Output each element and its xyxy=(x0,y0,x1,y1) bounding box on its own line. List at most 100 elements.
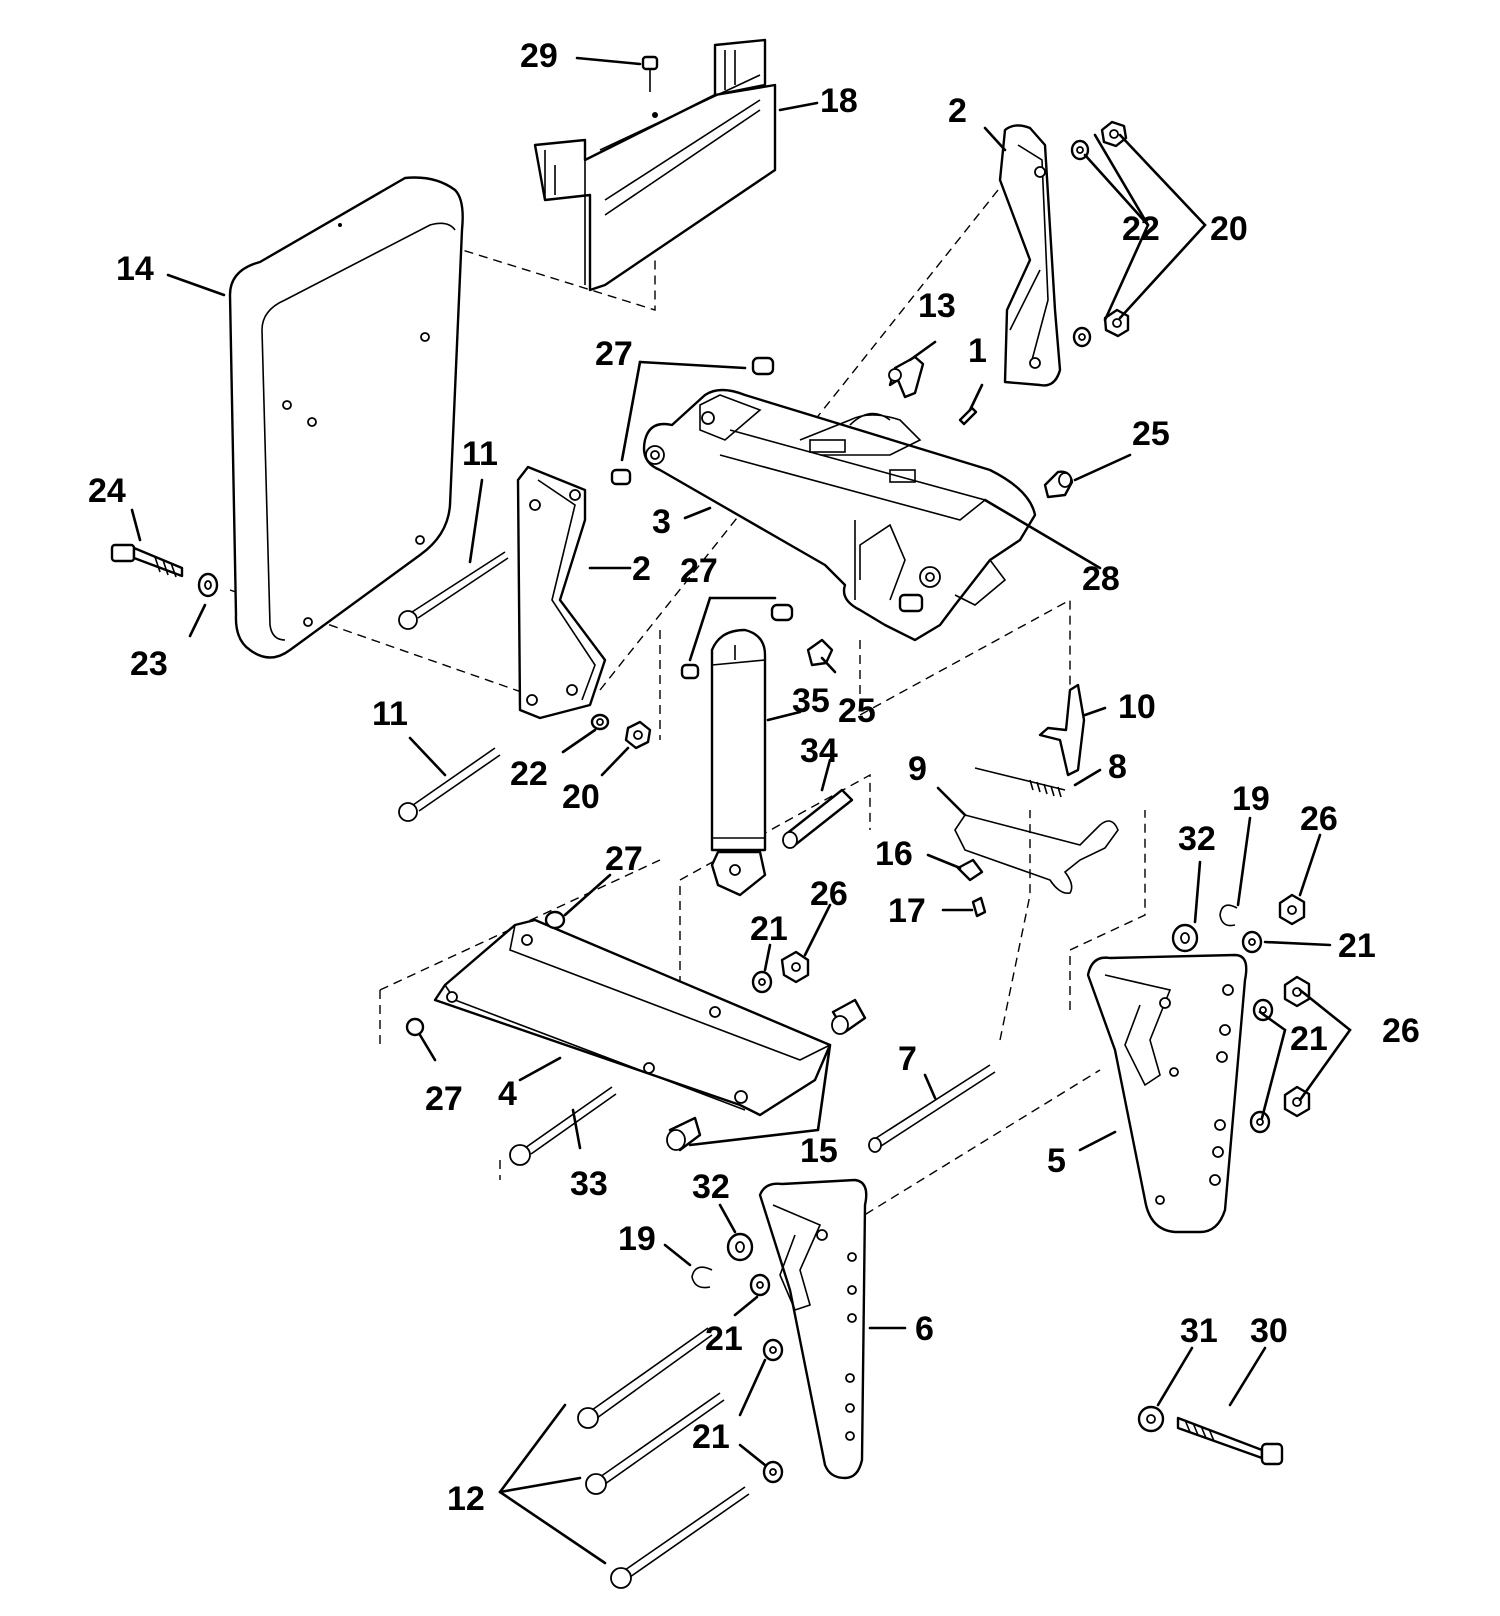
part-35-tilt-cylinder xyxy=(710,628,767,897)
part-22-washer-right-lower xyxy=(1072,326,1092,348)
part-12-bolt-a xyxy=(577,1327,713,1429)
part-15-bushing-upper xyxy=(831,998,867,1035)
part-26-nut-c xyxy=(1283,975,1311,1008)
callout-2-right: 2 xyxy=(948,92,967,130)
part-20-nut-left xyxy=(624,720,652,750)
callout-27-left: 27 xyxy=(425,1080,463,1118)
part-26-nut-b xyxy=(1278,893,1306,926)
part-27-bushing-e xyxy=(544,910,566,930)
part-30-bolt xyxy=(1176,1416,1284,1466)
callout-20-left: 20 xyxy=(562,778,600,816)
callout-15: 15 xyxy=(800,1132,838,1170)
callout-21-middle: 21 xyxy=(750,910,788,948)
part-34-pin xyxy=(782,788,854,849)
callout-21-right-mid: 21 xyxy=(1290,1020,1328,1058)
part-25-plug-upper xyxy=(1043,470,1074,499)
callout-35: 35 xyxy=(792,682,830,720)
part-25-plug-lower xyxy=(806,638,834,667)
part-5-stern-bracket-right xyxy=(1086,953,1248,1234)
part-21-washer-f xyxy=(762,1338,784,1362)
part-1-pin xyxy=(958,406,978,426)
callout-23: 23 xyxy=(130,645,168,683)
part-23-washer xyxy=(197,572,219,598)
callout-21-right-top: 21 xyxy=(1338,927,1376,965)
callout-27-middle: 27 xyxy=(680,552,718,590)
part-14-transom-pad xyxy=(228,176,464,659)
part-16-clip xyxy=(956,858,984,882)
part-11-bolt-lower xyxy=(398,747,501,822)
part-22-washer-left xyxy=(590,713,610,731)
part-19-clip-right xyxy=(1219,904,1238,927)
part-31-washer xyxy=(1137,1405,1165,1433)
callout-28: 28 xyxy=(1082,560,1120,598)
callout-26-right-top: 26 xyxy=(1300,800,1338,838)
part-19-clip-left xyxy=(691,1266,713,1289)
part-11-bolt-upper xyxy=(398,551,509,630)
callout-25-right: 25 xyxy=(1132,415,1170,453)
part-21-washer-d xyxy=(1249,1110,1271,1134)
callout-20-right: 20 xyxy=(1210,210,1248,248)
callout-10: 10 xyxy=(1118,688,1156,726)
part-7-shaft xyxy=(868,1064,996,1153)
callout-22-right: 22 xyxy=(1122,210,1160,248)
callout-labels: 29 18 2 22 20 14 13 1 27 25 11 24 3 2 27… xyxy=(88,37,1420,1518)
callout-19-right: 19 xyxy=(1232,780,1270,818)
part-29-screw xyxy=(641,55,659,92)
callout-3: 3 xyxy=(652,503,671,541)
part-26-nut-a xyxy=(780,950,810,984)
callout-1: 1 xyxy=(968,332,987,370)
callout-27-top: 27 xyxy=(595,335,633,373)
part-24-bolt xyxy=(110,543,184,578)
part-27-bushing-b xyxy=(610,468,632,486)
part-21-washer-a xyxy=(751,970,773,994)
part-32-washer-left xyxy=(726,1232,754,1262)
part-3-swivel-bracket xyxy=(642,388,1037,642)
part-21-washer-g xyxy=(762,1460,784,1484)
part-10-lever xyxy=(1038,683,1086,777)
part-8-spring xyxy=(974,767,1066,798)
callout-13: 13 xyxy=(918,287,956,325)
callout-12: 12 xyxy=(447,1480,485,1518)
callout-4: 4 xyxy=(498,1075,517,1113)
callout-27-lower-mid: 27 xyxy=(605,840,643,878)
callout-16: 16 xyxy=(875,835,913,873)
callout-26-middle: 26 xyxy=(810,875,848,913)
part-12-bolt-c xyxy=(610,1486,750,1589)
part-18-bracket xyxy=(533,38,777,292)
leader-lines xyxy=(130,56,1352,1565)
callout-30: 30 xyxy=(1250,1312,1288,1350)
part-4-channel xyxy=(433,918,832,1117)
callout-8: 8 xyxy=(1108,748,1127,786)
callout-33: 33 xyxy=(570,1165,608,1203)
callout-24: 24 xyxy=(88,472,126,510)
callout-7: 7 xyxy=(898,1040,917,1078)
part-33-bolt xyxy=(509,1086,617,1166)
callout-21-lower-a: 21 xyxy=(705,1320,743,1358)
part-2-side-plate-left xyxy=(516,465,607,720)
callout-2-left: 2 xyxy=(632,550,651,588)
callout-31: 31 xyxy=(1180,1312,1218,1350)
callout-14: 14 xyxy=(116,250,154,288)
part-13-handle xyxy=(888,355,925,399)
callout-6: 6 xyxy=(915,1310,934,1348)
part-27-bushing-f xyxy=(405,1017,425,1037)
callout-21-lower-b: 21 xyxy=(692,1418,730,1456)
callout-11-lower: 11 xyxy=(372,695,408,733)
part-6-stern-bracket-left xyxy=(758,1178,868,1480)
callout-25-lower: 25 xyxy=(838,692,876,730)
part-12-bolt-b xyxy=(585,1392,725,1495)
callout-9: 9 xyxy=(908,750,927,788)
callout-11-upper: 11 xyxy=(462,435,498,473)
callout-29: 29 xyxy=(520,37,558,75)
callout-19-left: 19 xyxy=(618,1220,656,1258)
part-27-bushing-a xyxy=(751,356,775,376)
part-27-bushing-d xyxy=(680,663,700,680)
callout-22-left: 22 xyxy=(510,755,548,793)
part-32-washer-right xyxy=(1171,923,1199,953)
part-21-washer-c xyxy=(1252,998,1274,1022)
part-21-washer-e xyxy=(749,1273,771,1297)
callout-26-right-bottom: 26 xyxy=(1382,1012,1420,1050)
callout-18: 18 xyxy=(820,82,858,120)
callout-34: 34 xyxy=(800,732,838,770)
